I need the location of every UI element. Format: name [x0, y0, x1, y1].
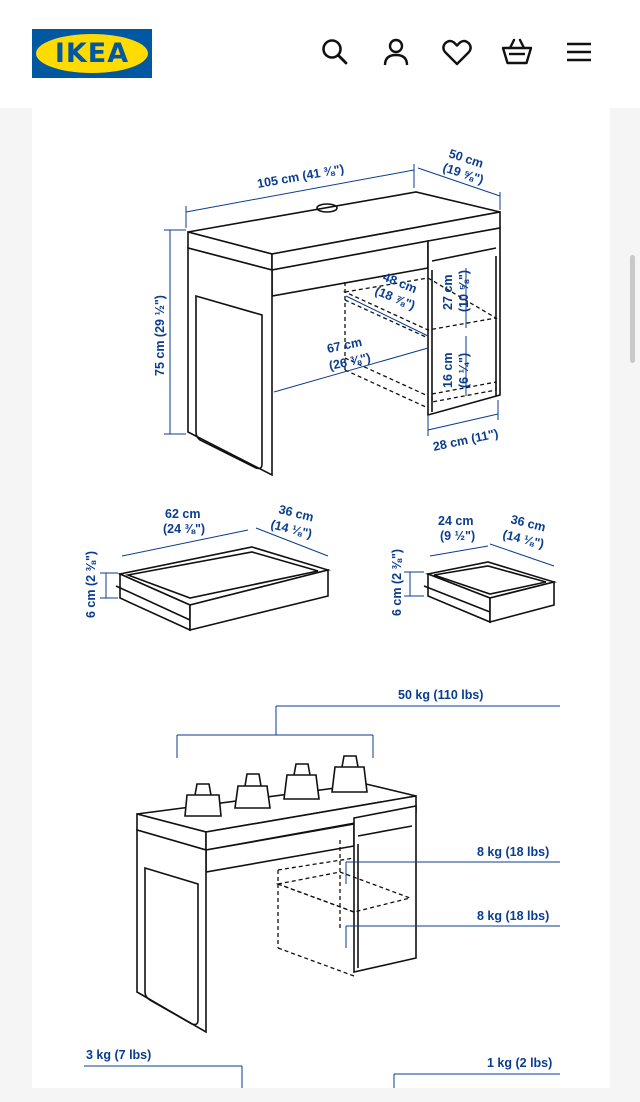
small-drawer-height: 6 cm (2 ⅜") — [390, 549, 404, 616]
heart-icon[interactable] — [440, 35, 474, 69]
user-icon[interactable] — [379, 35, 413, 69]
ikea-logo[interactable]: IKEA — [32, 29, 152, 78]
desk-drawing — [187, 191, 501, 477]
load-small-drawer-label: 1 kg (2 lbs) — [487, 1056, 552, 1070]
load-shelf-upper-label: 8 kg (18 lbs) — [477, 845, 549, 859]
logo-text: IKEA — [54, 38, 130, 69]
logo-oval — [36, 34, 148, 73]
large-drawer-width-cm: 62 cm — [165, 507, 200, 521]
desk-width-label: 105 cm (41 ⅜") — [256, 162, 345, 191]
menu-icon[interactable] — [562, 35, 596, 69]
site-header: IKEA — [0, 0, 640, 108]
shelf-lower-cm-label: 16 cm — [441, 353, 455, 388]
large-drawer-height: 6 cm (2 ⅜") — [84, 551, 98, 618]
small-drawer-width-in: (9 ½") — [440, 529, 475, 543]
basket-icon[interactable] — [500, 35, 534, 69]
product-dimensions-image: 105 cm (41 ⅜") 50 cm (19 ⅝") 75 cm (29 ½… — [32, 108, 610, 1088]
dimension-drawings: 105 cm (41 ⅜") 50 cm (19 ⅝") 75 cm (29 ½… — [84, 147, 560, 1088]
small-drawer-drawing — [404, 543, 558, 624]
large-drawer-drawing — [100, 527, 331, 632]
shelf-upper-in-label: (10 ⅝") — [457, 270, 471, 312]
desk-height-label: 75 cm (29 ½") — [153, 295, 167, 376]
load-top-label: 50 kg (110 lbs) — [398, 688, 483, 702]
load-desk-drawing — [136, 755, 417, 1034]
desk-dimension-lines — [164, 164, 501, 436]
shelf-lower-in-label: (6 ¼") — [457, 353, 471, 388]
weight-icons — [184, 755, 368, 817]
large-drawer-width-in: (24 ⅜") — [163, 522, 205, 536]
page-scrollbar[interactable] — [630, 255, 635, 363]
load-large-drawer-label: 3 kg (7 lbs) — [86, 1048, 151, 1062]
small-drawer-labels: 24 cm (9 ½") 36 cm (14 ⅛") 6 cm (2 ⅜") — [390, 512, 547, 616]
search-icon[interactable] — [318, 35, 352, 69]
small-drawer-width-cm: 24 cm — [438, 514, 473, 528]
cabinet-width-label: 28 cm (11") — [432, 426, 500, 453]
load-shelf-lower-label: 8 kg (18 lbs) — [477, 909, 549, 923]
load-labels: 50 kg (110 lbs) 8 kg (18 lbs) 8 kg (18 l… — [86, 688, 552, 1070]
shelf-upper-cm-label: 27 cm — [441, 275, 455, 310]
load-leader-lines — [84, 705, 560, 1088]
